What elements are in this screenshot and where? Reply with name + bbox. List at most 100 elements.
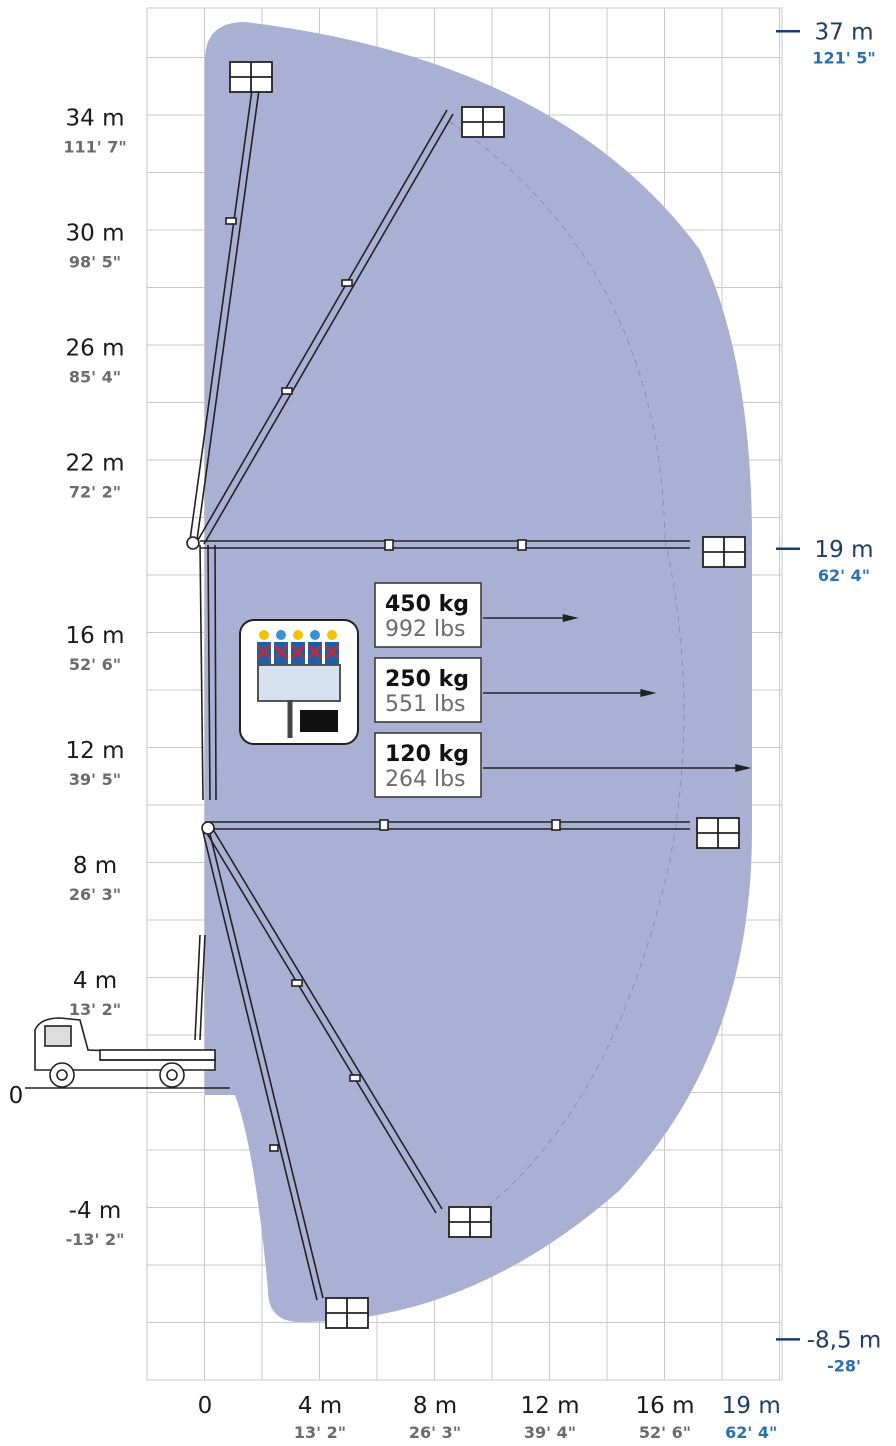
upper-column-3 [214, 544, 217, 801]
boom-mark [517, 539, 527, 551]
height-label: 4 m [73, 968, 117, 994]
height-label: -4 m [69, 1198, 122, 1224]
reach-label: 12 m [521, 1393, 580, 1419]
height-label-imperial: 72' 2" [69, 483, 121, 502]
load-kg: 120 kg [385, 742, 469, 767]
reach-arrow-head [735, 764, 752, 772]
height-label-imperial: 85' 4" [69, 368, 121, 387]
person-head [310, 630, 320, 640]
origin-label: 0 [9, 1083, 24, 1109]
reach-label: 4 m [298, 1393, 342, 1419]
boom-mark [551, 819, 561, 831]
boom-mark [281, 387, 293, 395]
reach-label-imperial: 39' 4" [524, 1423, 576, 1442]
load-box-frame [374, 732, 482, 798]
person-head [259, 630, 269, 640]
load-lbs: 264 lbs [385, 767, 466, 792]
load-kg: 450 kg [385, 592, 469, 617]
lower-mast-2 [194, 934, 201, 1041]
reach-arcs [439, 114, 685, 1231]
axis-labels: 0 34 m 111' 7" 30 m 98' 5" 26 m 85' 4" 22 m 72' … [9, 19, 882, 1442]
boom-mark [269, 1144, 279, 1152]
boom-steep-down [202, 831, 318, 1301]
reach-label: 8 m [413, 1393, 457, 1419]
load-lbs: 992 lbs [385, 617, 466, 642]
load-box-frame [374, 582, 482, 648]
five-person-platform-icon [239, 619, 359, 745]
reach-label: 16 m [636, 1393, 695, 1419]
reach-label: 0 [198, 1393, 213, 1419]
height-label: 26 m [66, 336, 125, 362]
basket [325, 1297, 369, 1329]
max-height-label-imperial: 121' 5" [812, 48, 875, 67]
max-height-label: 37 m [815, 19, 874, 45]
boom-diagonal-down [204, 829, 437, 1214]
boom-mark [379, 819, 389, 831]
max-height-label: 19 m [815, 537, 874, 563]
boom-mark [349, 1074, 361, 1082]
upper-column [199, 544, 204, 801]
load-kg: 250 kg [385, 667, 469, 692]
reach-label-imperial: 62' 4" [725, 1423, 777, 1442]
person-x [291, 645, 305, 659]
reach-label-imperial: 13' 2" [294, 1423, 346, 1442]
boom-mark [291, 979, 303, 987]
lower-mast [199, 934, 206, 1041]
load-lbs: 551 lbs [385, 692, 466, 717]
reach-label-imperial: 52' 6" [639, 1423, 691, 1442]
max-height-label-imperial: -28' [827, 1356, 861, 1375]
upper-column-2 [207, 544, 211, 801]
joint-high [186, 536, 200, 550]
height-label-imperial: 52' 6" [69, 655, 121, 674]
height-label: 8 m [73, 853, 117, 879]
person-head [293, 630, 303, 640]
boom-steep-down-2 [208, 829, 324, 1299]
boom-diagonal-up-2 [203, 113, 454, 545]
height-label-imperial: 98' 5" [69, 253, 121, 272]
height-label-imperial: -13' 2" [66, 1230, 125, 1249]
basket [696, 817, 740, 849]
boom-diagonal-up [197, 109, 448, 541]
boom-mark [384, 539, 394, 551]
reach-arrow-head [562, 614, 579, 622]
height-label: 16 m [66, 623, 125, 649]
person-head [327, 630, 337, 640]
max-height-label-imperial: 62' 4" [818, 566, 870, 585]
person-head [276, 630, 286, 640]
boom-positions [186, 67, 690, 1301]
person-x [308, 645, 322, 659]
height-label-imperial: 13' 2" [69, 1000, 121, 1019]
boom-mark [341, 279, 353, 287]
height-label-imperial: 111' 7" [63, 138, 126, 157]
load-box-frame [374, 657, 482, 723]
boom-vertical [189, 67, 256, 541]
boom-diagonal-down-2 [210, 825, 443, 1210]
person-x [325, 645, 339, 659]
height-label-imperial: 39' 5" [69, 770, 121, 789]
basket [702, 536, 746, 568]
boom-mark [225, 217, 237, 225]
basket [229, 61, 273, 93]
baskets [229, 61, 746, 1329]
height-label: 12 m [66, 738, 125, 764]
reach-arrow-head [640, 689, 657, 697]
height-label: 22 m [66, 451, 125, 477]
height-label-imperial: 26' 3" [69, 885, 121, 904]
boom-vertical-2 [196, 67, 263, 541]
joint-low [201, 821, 215, 835]
basket [461, 106, 505, 138]
reach-label-imperial: 26' 3" [409, 1423, 461, 1442]
max-height-label: -8,5 m [807, 1327, 882, 1353]
height-label: 34 m [66, 106, 125, 132]
basket [448, 1206, 492, 1238]
person-x [257, 645, 271, 659]
truck-icon [25, 1017, 230, 1089]
height-label: 30 m [66, 221, 125, 247]
person-x [274, 645, 288, 659]
reach-label: 19 m [722, 1393, 781, 1419]
